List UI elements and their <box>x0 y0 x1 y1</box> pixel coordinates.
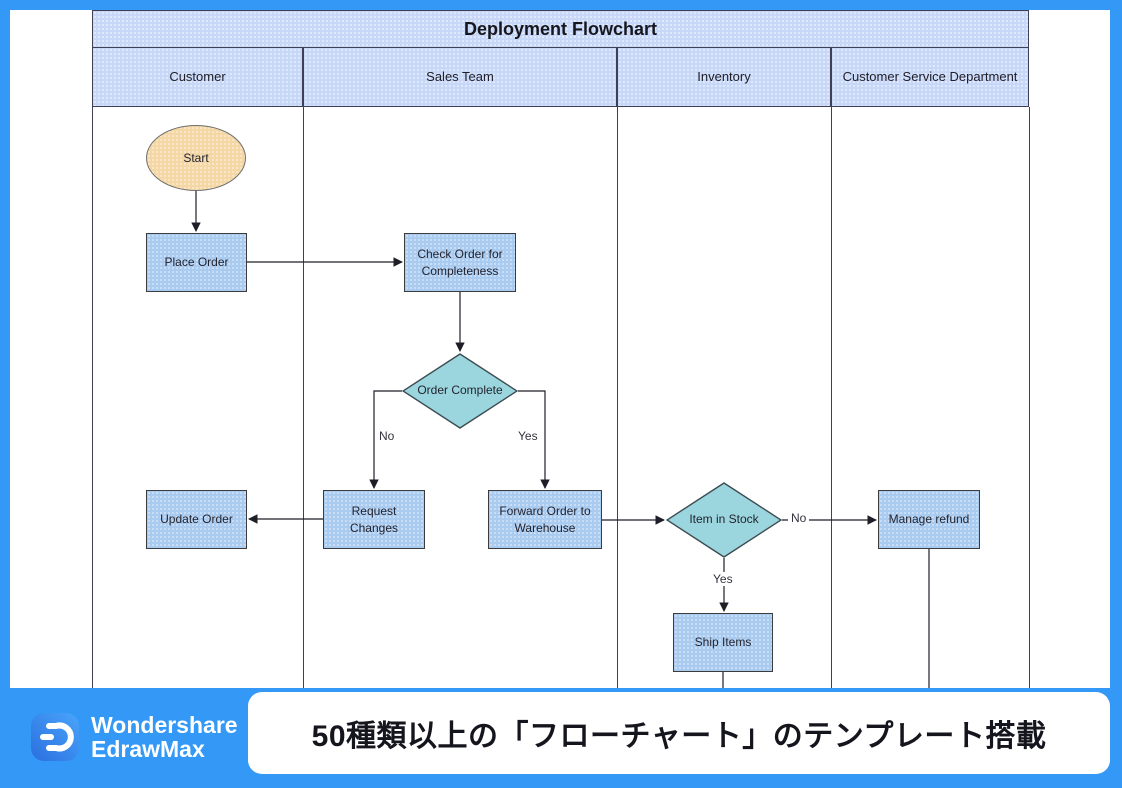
node-ship-items: Ship Items <box>673 613 773 672</box>
node-item-in-stock: Item in Stock <box>666 482 782 558</box>
edrawmax-logo-icon <box>31 713 79 761</box>
brand-name-line1: Wondershare <box>91 712 238 738</box>
diagram-title: Deployment Flowchart <box>92 10 1029 48</box>
node-place-order: Place Order <box>146 233 247 292</box>
node-item-in-stock-label: Item in Stock <box>689 512 759 527</box>
node-request-changes: Request Changes <box>323 490 425 549</box>
decision-diamond-shape <box>666 482 782 558</box>
diagram-canvas <box>10 10 1110 688</box>
node-manage-refund: Manage refund <box>878 490 980 549</box>
brand-lockup: Wondershare EdrawMax <box>30 712 238 762</box>
banner-headline-panel: 50種類以上の「フローチャート」のテンプレート搭載 <box>248 692 1110 774</box>
lane-header-customer: Customer <box>92 48 303 107</box>
decision-diamond-shape <box>402 353 518 429</box>
node-start: Start <box>146 125 246 191</box>
brand-name: Wondershare EdrawMax <box>91 713 238 761</box>
lane-divider <box>303 107 304 688</box>
lane-header-inventory: Inventory <box>617 48 831 107</box>
lane-divider <box>617 107 618 688</box>
brand-name-line2: EdrawMax <box>91 736 205 762</box>
node-check-order: Check Order for Completeness <box>404 233 516 292</box>
node-update-order: Update Order <box>146 490 247 549</box>
node-forward-order: Forward Order to Warehouse <box>488 490 602 549</box>
node-order-complete-label: Order Complete <box>417 383 503 398</box>
lane-divider <box>831 107 832 688</box>
edge-label-yes-item-in-stock: Yes <box>710 572 736 586</box>
lane-header-sales-team: Sales Team <box>303 48 617 107</box>
edge-label-no-order-complete: No <box>376 429 398 443</box>
banner-headline: 50種類以上の「フローチャート」のテンプレート搭載 <box>311 720 1047 753</box>
lane-header-customer-service: Customer Service Department <box>831 48 1029 107</box>
lane-divider <box>1029 107 1030 688</box>
edge-label-yes-order-complete: Yes <box>515 429 541 443</box>
lane-divider <box>92 107 93 688</box>
edge-label-no-item-in-stock: No <box>788 511 810 525</box>
node-order-complete: Order Complete <box>402 353 518 429</box>
